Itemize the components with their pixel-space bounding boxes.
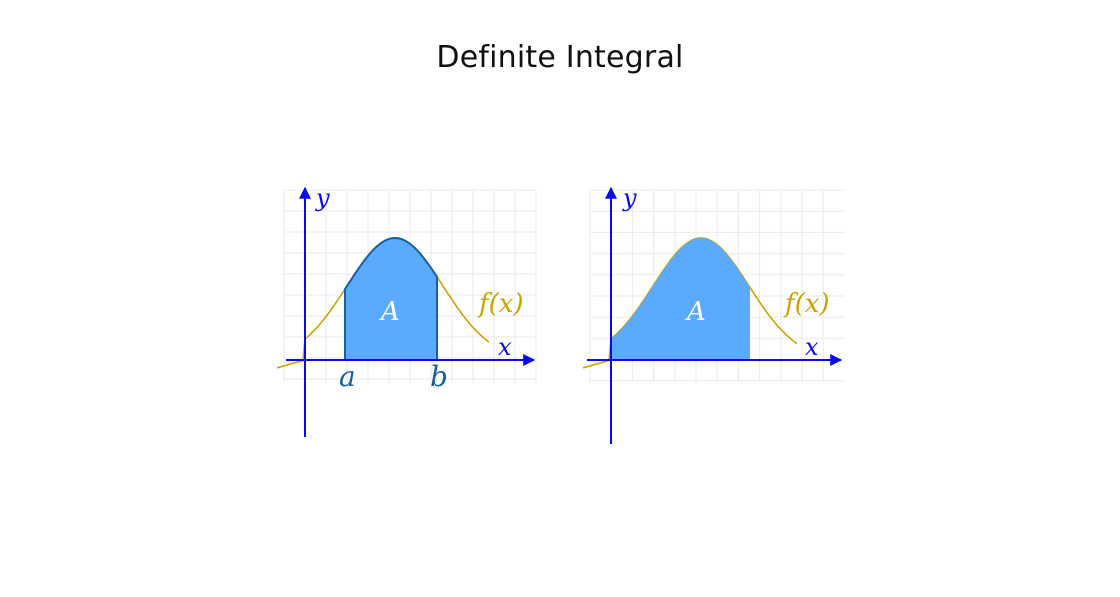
right-panel: y x f(x) A bbox=[582, 184, 844, 444]
right-y-label: y bbox=[622, 184, 637, 212]
left-upper-bound-label: b bbox=[430, 360, 448, 393]
right-shaded-area bbox=[611, 238, 750, 360]
left-shaded-area bbox=[344, 236, 438, 361]
page-title: Definite Integral bbox=[436, 40, 684, 75]
right-function-label: f(x) bbox=[783, 289, 830, 319]
left-x-label: x bbox=[498, 333, 512, 361]
left-panel: y x f(x) A a b bbox=[276, 184, 537, 437]
left-area-label: A bbox=[379, 297, 400, 327]
right-x-label: x bbox=[805, 333, 819, 361]
left-function-label: f(x) bbox=[477, 289, 524, 319]
right-area-label: A bbox=[685, 297, 706, 327]
left-y-label: y bbox=[315, 184, 330, 212]
left-lower-bound-label: a bbox=[339, 360, 356, 393]
